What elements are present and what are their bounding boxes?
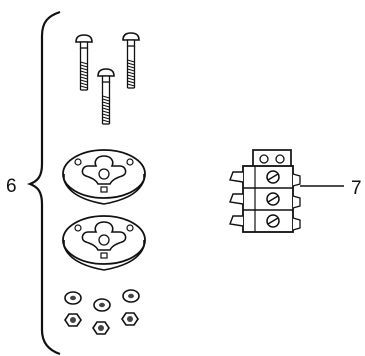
terminal-screw-1 (266, 170, 280, 184)
terminal-screw-3 (266, 214, 280, 228)
terminal-block (229, 149, 301, 233)
callout-label-6: 6 (6, 176, 17, 197)
terminal-screw-2 (266, 192, 280, 206)
lock-washer-2 (93, 298, 111, 312)
mounting-plate-2 (62, 215, 146, 271)
mounting-plate-1 (62, 149, 146, 205)
lock-washer-1 (64, 291, 82, 305)
carriage-bolt-1 (75, 34, 93, 91)
hex-nut-3 (121, 312, 139, 326)
carriage-bolt-2 (122, 32, 140, 89)
carriage-bolt-3 (97, 68, 115, 125)
hex-nut-1 (64, 313, 82, 327)
callout-label-7: 7 (351, 178, 362, 199)
hex-nut-2 (92, 321, 110, 335)
group-bracket (26, 10, 61, 356)
lock-washer-3 (122, 289, 140, 303)
